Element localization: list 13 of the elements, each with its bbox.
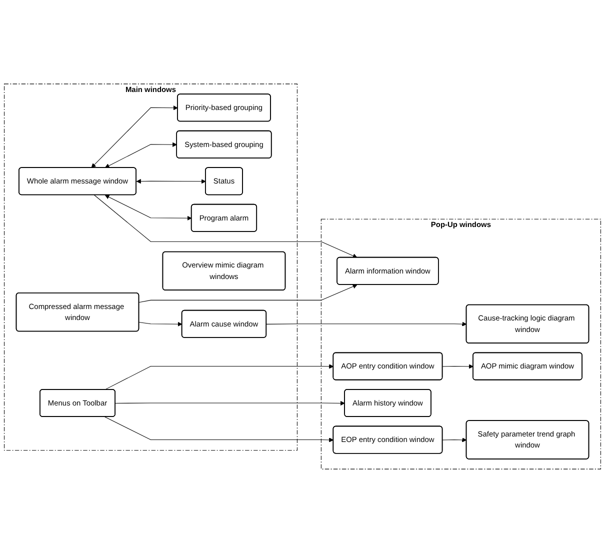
arrow (138, 284, 358, 303)
arrow (104, 416, 334, 442)
arrow (104, 194, 192, 220)
arrow (91, 106, 178, 168)
arrow (104, 364, 334, 390)
arrow (94, 194, 358, 258)
arrow (104, 142, 178, 168)
arrow (136, 179, 206, 184)
arrow (266, 322, 467, 326)
arrow (115, 400, 345, 406)
arrow (138, 322, 182, 326)
arrow (442, 438, 467, 442)
arrow (442, 364, 474, 369)
